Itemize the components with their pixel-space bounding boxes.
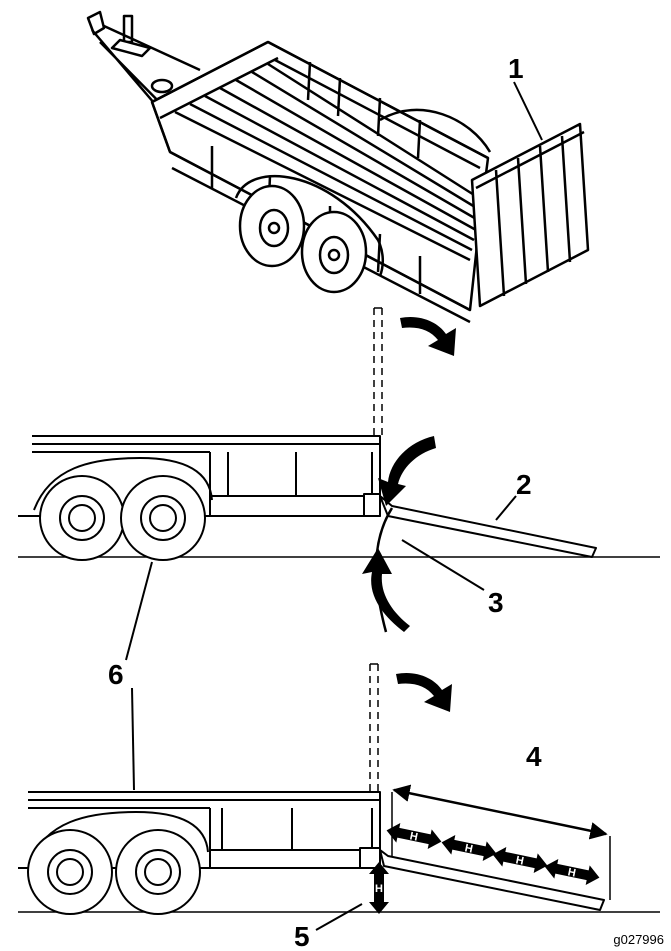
h-label: H bbox=[409, 830, 419, 843]
h-vertical-arrow: H bbox=[369, 862, 389, 914]
callout-4: 4 bbox=[526, 741, 542, 772]
h-label: H bbox=[464, 842, 474, 855]
curved-arrow-icon bbox=[378, 436, 436, 506]
leader-lines bbox=[125, 81, 543, 931]
h-label: H bbox=[515, 854, 525, 867]
curved-arrow-icon bbox=[400, 316, 456, 356]
callout-6: 6 bbox=[108, 659, 124, 690]
rotation-arrows bbox=[362, 316, 456, 632]
h-segment-arrow-4: H bbox=[544, 858, 600, 886]
curved-arrow-icon bbox=[362, 548, 410, 632]
callout-1: 1 bbox=[508, 53, 524, 84]
curved-arrow-icon bbox=[396, 672, 452, 712]
trailer-side-bottom bbox=[18, 663, 660, 915]
figure-id: g027996 bbox=[613, 932, 664, 947]
trailer-side-middle bbox=[18, 307, 660, 633]
h-segment-arrow-3: H bbox=[492, 846, 548, 874]
callout-3: 3 bbox=[488, 587, 504, 618]
h-label: H bbox=[375, 883, 383, 895]
trailer-isometric bbox=[86, 10, 590, 324]
h-label: H bbox=[567, 866, 577, 879]
callout-5: 5 bbox=[294, 921, 310, 951]
h-segment-arrow-2: H bbox=[441, 834, 497, 862]
callout-2: 2 bbox=[516, 469, 532, 500]
height-unit-arrows: H H H H H bbox=[369, 822, 600, 914]
h-segment-arrow-1: H bbox=[386, 822, 442, 850]
